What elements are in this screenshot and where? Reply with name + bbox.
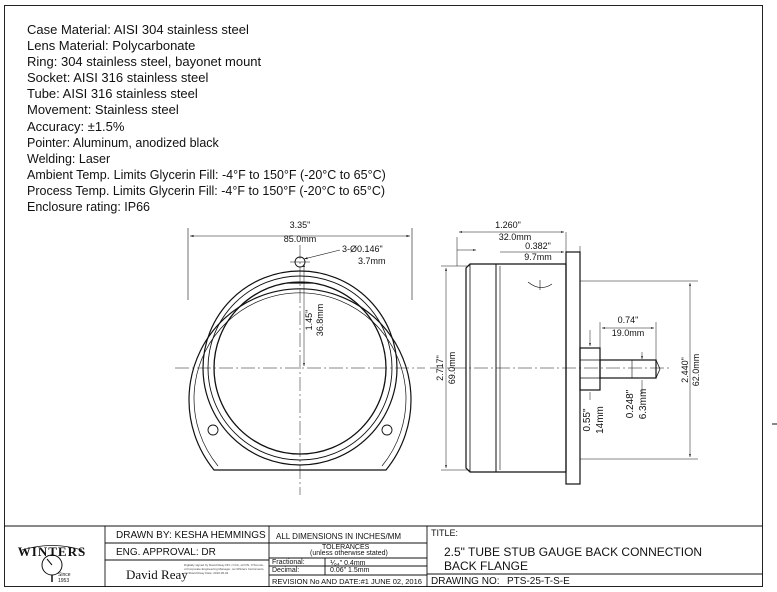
tolerances-label: TOLERANCES [322, 544, 370, 551]
logo-year: 1953 [58, 578, 69, 584]
flange-height-mm-label: 62.0mm [691, 354, 701, 387]
hole-mm-label: 3.7mm [358, 256, 386, 266]
spec-process-temp: Process Temp. Limits Glycerin Fill: -4°F… [27, 184, 386, 198]
title-line-2: BACK FLANGE [444, 559, 529, 573]
drawing-no: PTS-25-T-S-E [507, 576, 570, 587]
offset-in-label: 1.45" [304, 310, 314, 331]
side-view [430, 231, 777, 485]
height-mm-label: 69.0mm [447, 352, 457, 385]
mounting-hole-right [381, 424, 393, 436]
tolerances-sub: (unless otherwise stated) [310, 550, 388, 557]
logo-text: WINTERS [18, 544, 86, 559]
flange-in-label: 0.382" [525, 241, 551, 251]
tube-stub [599, 359, 657, 379]
drawn-by: DRAWN BY: KESHA HEMMINGS [116, 530, 266, 541]
mounting-hole-left [207, 424, 219, 436]
drawing-no-label: DRAWING NO: [431, 576, 500, 587]
decimal-label: Decimal: [272, 567, 300, 574]
title-block [4, 525, 763, 587]
spec-socket: Socket: AISI 316 stainless steel [27, 70, 209, 85]
signature: David Reay [126, 567, 188, 582]
spec-pointer: Pointer: Aluminum, anodized black [27, 136, 219, 150]
hole-in-label: 3-Ø0.146" [342, 244, 383, 254]
drawing-frame [4, 5, 763, 587]
hex-in-label: 0.55" [582, 408, 593, 431]
height-in-label: 2.717" [435, 355, 445, 381]
hole-leader [303, 249, 341, 260]
spec-tube: Tube: AISI 316 stainless steel [27, 86, 198, 101]
stub-length-in-label: 0.74" [618, 315, 639, 325]
depth-mm-label: 32.0mm [499, 232, 532, 242]
flange-mm-label: 9.7mm [524, 252, 552, 262]
spec-ambient-temp: Ambient Temp. Limits Glycerin Fill: -4°F… [27, 168, 386, 182]
spec-lens-material: Lens Material: Polycarbonate [27, 38, 196, 53]
stub-dia-in-label: 0.248" [625, 389, 636, 418]
signature-note: Digitally signed by David Reay DN: c=CA,… [184, 563, 265, 575]
flange-height-in-label: 2.440" [680, 357, 690, 383]
width-in-label: 3.35" [290, 220, 311, 230]
decimal-value: 0.06" 1.5mm [330, 567, 370, 574]
revision: REVISION No AND DATE:#1 JUNE 02, 2016 [272, 577, 422, 586]
spec-accuracy: Accuracy: ±1.5% [27, 119, 125, 134]
title-label: TITLE: [431, 528, 459, 538]
stub-dia-mm-label: 6.3mm [638, 389, 649, 420]
stub-length-mm-label: 19.0mm [612, 328, 645, 338]
width-mm-label: 85.0mm [284, 234, 317, 244]
spec-ring: Ring: 304 stainless steel, bayonet mount [27, 54, 262, 69]
spec-movement: Movement: Stainless steel [27, 102, 179, 117]
fractional-label: Fractional: [272, 559, 305, 566]
hex-mm-label: 14mm [595, 406, 606, 434]
front-view [175, 228, 425, 495]
logo-since: Since [58, 572, 71, 578]
spec-case-material: Case Material: AISI 304 stainless steel [27, 22, 249, 37]
fractional-value: ⅟₆₄" 0.4mm [330, 560, 366, 567]
dimensions-note: ALL DIMENSIONS IN INCHES/MM [276, 532, 402, 541]
offset-mm-label: 36.8mm [315, 304, 325, 337]
depth-in-label: 1.260" [495, 220, 521, 230]
title-line-1: 2.5" TUBE STUB GAUGE BACK CONNECTION [444, 545, 703, 559]
hex-socket [579, 347, 601, 391]
eng-approval: ENG. APPROVAL: DR [116, 547, 216, 558]
spec-welding: Welding: Laser [27, 152, 111, 166]
spec-enclosure: Enclosure rating: IP66 [27, 200, 150, 214]
